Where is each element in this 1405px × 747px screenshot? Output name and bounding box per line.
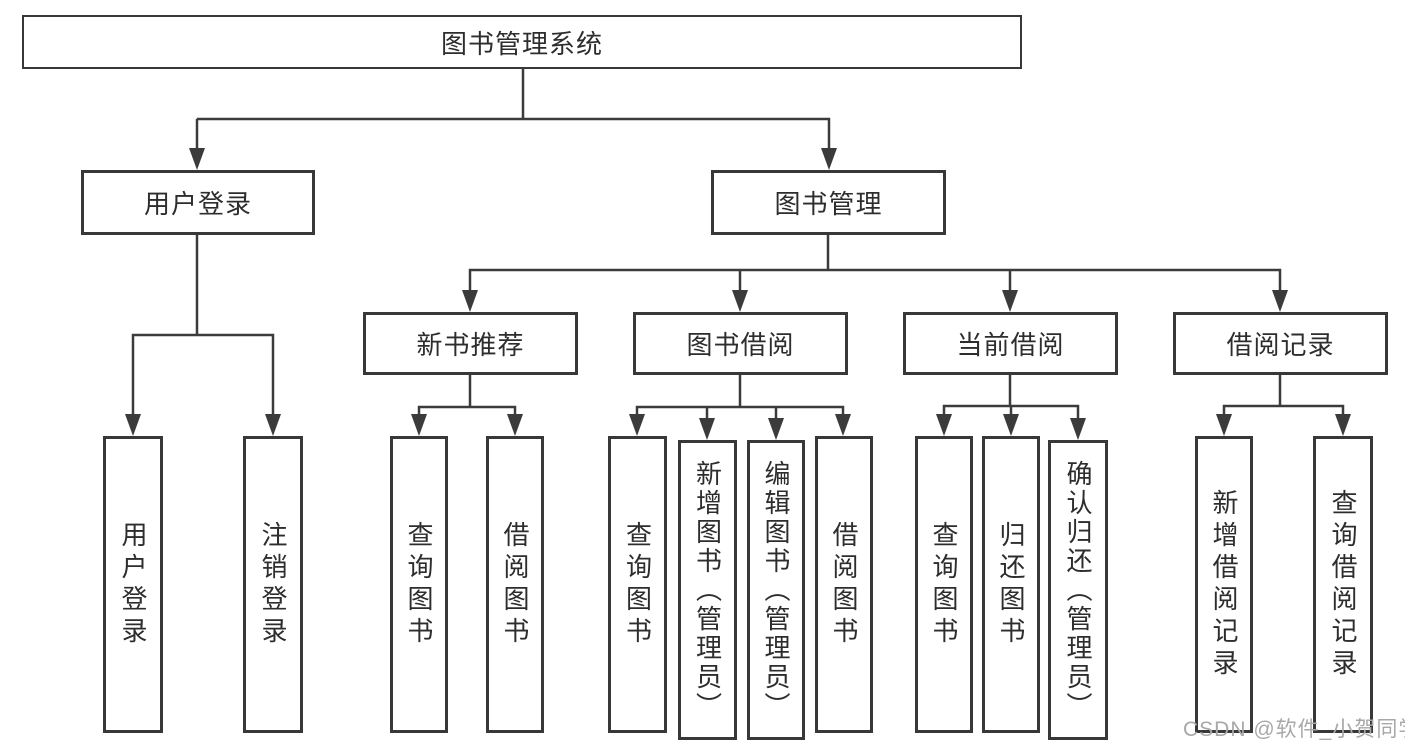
leaf-query-books-borrowing: 查询图书	[608, 436, 667, 733]
node-library-management-system: 图书管理系统	[22, 15, 1022, 69]
node-current-borrowing: 当前借阅	[903, 312, 1118, 375]
node-book-management: 图书管理	[711, 170, 946, 235]
arrow-down-icon	[462, 290, 478, 312]
arrow-down-icon	[265, 414, 281, 436]
leaf-add-book-admin: 新增图书（管理员）	[678, 440, 737, 740]
connector-root-to-level2	[195, 69, 831, 152]
arrow-down-icon	[1070, 418, 1086, 440]
arrow-down-icon	[507, 414, 523, 436]
arrow-down-icon	[1335, 414, 1351, 436]
arrow-down-icon	[699, 418, 715, 440]
leaf-user-login: 用户登录	[103, 436, 163, 733]
node-new-book-recommendation: 新书推荐	[363, 312, 578, 375]
leaf-label: 借阅图书	[829, 520, 859, 649]
leaf-confirm-return-admin: 确认归还（管理员）	[1048, 440, 1108, 740]
leaf-borrow-books-borrowing: 借阅图书	[815, 436, 873, 733]
leaf-label: 查询图书	[404, 520, 434, 649]
leaf-label: 查询图书	[929, 520, 959, 649]
leaf-borrow-books-recommend: 借阅图书	[486, 436, 544, 733]
arrow-down-icon	[835, 414, 851, 436]
leaf-label: 确认归还（管理员）	[1063, 459, 1093, 721]
leaf-add-borrow-record: 新增借阅记录	[1195, 436, 1253, 733]
connector-bookborrow-to-leaves	[635, 375, 845, 421]
leaf-query-borrow-record: 查询借阅记录	[1313, 436, 1373, 733]
arrow-down-icon	[821, 148, 837, 170]
arrow-down-icon	[936, 414, 952, 436]
watermark: CSDN @软件_小贺同学	[1183, 718, 1405, 741]
connector-bookmgmt-to-level3	[468, 235, 1282, 295]
connector-currentborrow-to-leaves	[942, 375, 1080, 421]
leaf-label: 注销登录	[258, 520, 288, 649]
arrow-down-icon	[411, 414, 427, 436]
leaf-label: 新增图书（管理员）	[692, 459, 723, 721]
arrow-down-icon	[189, 148, 205, 170]
leaf-logout: 注销登录	[243, 436, 303, 733]
arrow-down-icon	[125, 414, 141, 436]
arrow-down-icon	[1216, 414, 1232, 436]
arrow-down-icon	[629, 414, 645, 436]
leaf-label: 新增借阅记录	[1209, 488, 1239, 681]
node-book-borrowing: 图书借阅	[633, 312, 848, 375]
leaf-label: 归还图书	[996, 520, 1026, 649]
connector-records-to-leaves	[1222, 375, 1345, 418]
arrow-down-icon	[768, 418, 784, 440]
leaf-label: 借阅图书	[500, 520, 530, 649]
arrow-down-icon	[1002, 290, 1018, 312]
arrow-down-icon	[732, 290, 748, 312]
leaf-label: 查询借阅记录	[1328, 488, 1358, 681]
leaf-label: 编辑图书（管理员）	[761, 459, 791, 721]
connector-newbook-to-leaves	[417, 375, 517, 418]
leaf-edit-book-admin: 编辑图书（管理员）	[747, 440, 805, 740]
node-borrowing-records: 借阅记录	[1173, 312, 1388, 375]
connector-userlogin-to-leaves	[131, 235, 275, 418]
arrow-down-icon	[1003, 414, 1019, 436]
leaf-label: 用户登录	[118, 520, 148, 649]
leaf-label: 查询图书	[622, 520, 653, 649]
node-user-login: 用户登录	[81, 170, 315, 235]
leaf-return-books: 归还图书	[982, 436, 1040, 733]
leaf-query-books-current: 查询图书	[915, 436, 973, 733]
leaf-query-books-recommend: 查询图书	[390, 436, 448, 733]
arrowheads	[125, 148, 1351, 440]
arrow-down-icon	[1272, 290, 1288, 312]
